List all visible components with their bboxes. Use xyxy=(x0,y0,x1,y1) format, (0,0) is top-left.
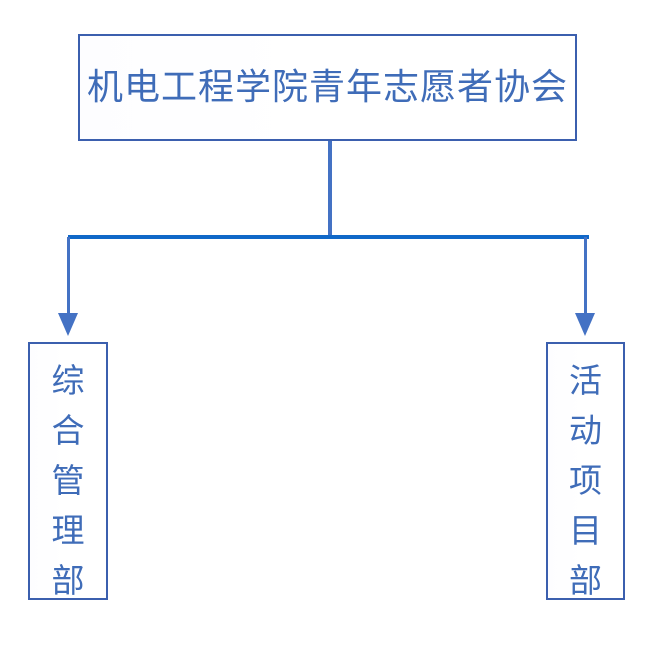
org-node-right-label: 活 动 项 目 部 xyxy=(569,361,602,600)
org-node-left-label: 综 合 管 理 部 xyxy=(51,361,85,600)
org-node-root[interactable]: 机电工程学院青年志愿者协会 xyxy=(78,34,577,141)
arrow-down-icon-left xyxy=(58,313,78,336)
org-node-left[interactable]: 综 合 管 理 部 xyxy=(28,342,108,600)
arrow-down-icon-right xyxy=(575,313,595,336)
org-node-right[interactable]: 活 动 项 目 部 xyxy=(546,342,625,600)
connector-left-drop xyxy=(67,237,70,313)
connector-horizontal-bar xyxy=(68,235,589,239)
connector-root-stem xyxy=(328,141,332,238)
org-node-root-label: 机电工程学院青年志愿者协会 xyxy=(86,66,568,108)
connector-right-drop xyxy=(584,237,587,313)
